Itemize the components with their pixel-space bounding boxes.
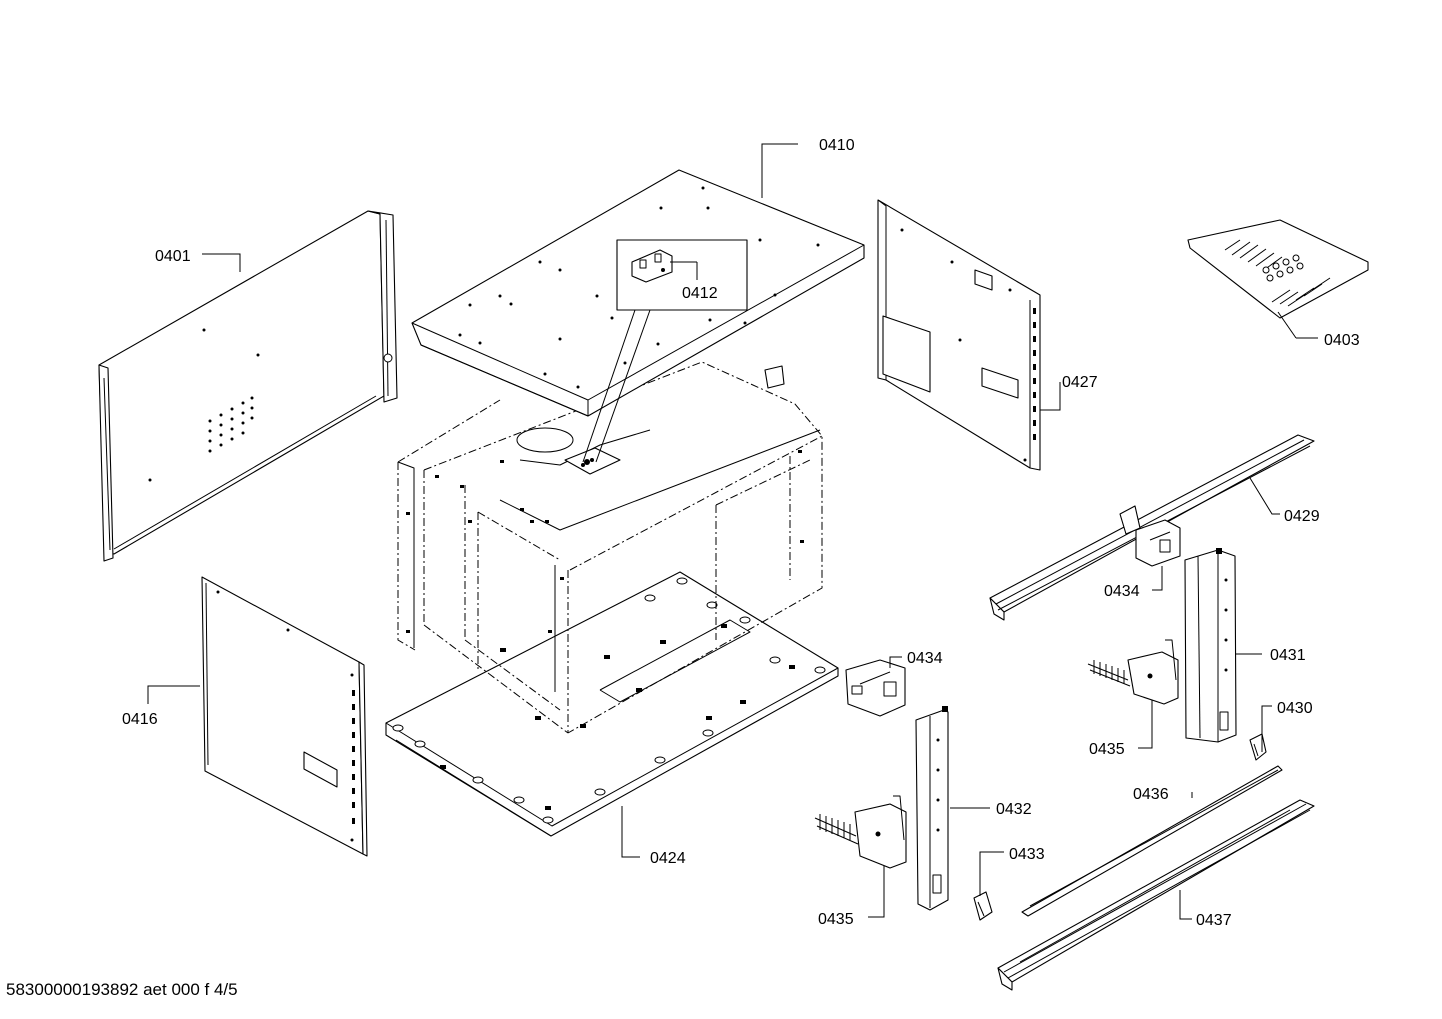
label-0436: 0436 — [1133, 786, 1169, 803]
label-0437: 0437 — [1196, 912, 1232, 929]
label-0429: 0429 — [1284, 508, 1320, 525]
part-0434-hinge-upper[interactable] — [1135, 519, 1181, 567]
label-0431: 0431 — [1270, 647, 1306, 664]
label-0412: 0412 — [682, 285, 718, 302]
label-0430: 0430 — [1277, 700, 1313, 717]
leader-lines — [147, 143, 1318, 920]
label-0433: 0433 — [1009, 846, 1045, 863]
label-0435-lower: 0435 — [818, 911, 854, 928]
part-0401-side-panel[interactable] — [98, 210, 398, 562]
part-0431-hinge-bracket[interactable] — [1184, 548, 1237, 743]
part-0412-detail[interactable] — [582, 239, 748, 463]
part-0435-hinge-lower[interactable] — [814, 795, 907, 869]
part-0432-hinge-bracket[interactable] — [915, 706, 949, 911]
label-0424: 0424 — [650, 850, 686, 867]
label-0432: 0432 — [996, 801, 1032, 818]
part-0424-base-plate[interactable] — [385, 571, 839, 837]
label-0410: 0410 — [819, 137, 855, 154]
document-id: 58300000193892 aet 000 f 4/5 — [6, 980, 238, 999]
part-0437-rail[interactable] — [997, 799, 1315, 991]
label-0401: 0401 — [155, 248, 191, 265]
part-0403-screw-bag[interactable] — [1187, 219, 1369, 339]
part-0430-clip[interactable] — [1249, 733, 1267, 761]
callout-labels: 0410 0401 0412 0427 0403 0429 0434 0431 … — [122, 137, 1360, 929]
part-0435-hinge-right[interactable] — [1087, 639, 1179, 705]
oven-chassis-frame — [397, 361, 823, 734]
part-0434-hinge-middle[interactable] — [845, 659, 906, 717]
part-0416-side-panel[interactable] — [201, 576, 368, 857]
part-0433-clip[interactable] — [973, 891, 993, 921]
label-0427: 0427 — [1062, 374, 1098, 391]
label-0435-right: 0435 — [1089, 741, 1125, 758]
part-0436-rail[interactable] — [1021, 765, 1283, 917]
label-0403: 0403 — [1324, 332, 1360, 349]
part-0427-rear-panel[interactable] — [877, 199, 1041, 471]
label-0416: 0416 — [122, 711, 158, 728]
label-0434-middle: 0434 — [907, 650, 943, 667]
label-0434-upper: 0434 — [1104, 583, 1140, 600]
